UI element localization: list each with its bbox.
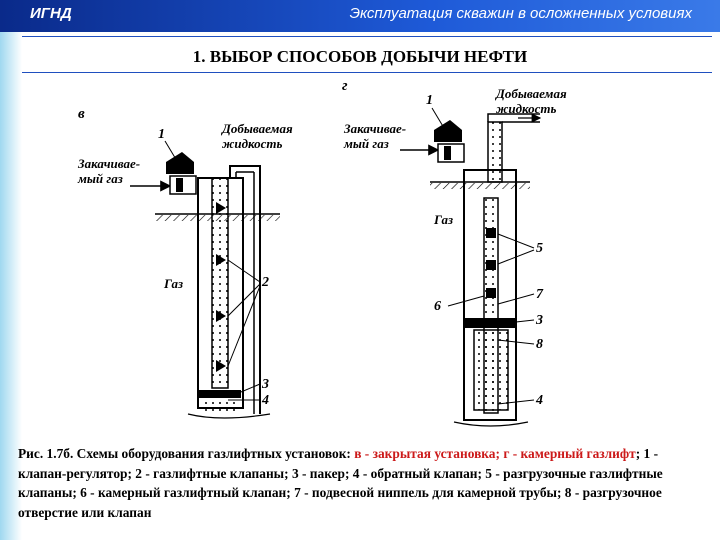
tubing-left (211, 177, 229, 389)
label-5: 5 (536, 241, 543, 256)
produced-label-left-2: жидкость (222, 136, 283, 151)
produced-label-right-1: Добываемая (495, 86, 567, 101)
label-7: 7 (536, 287, 544, 302)
packer-right (465, 318, 515, 328)
gas-label-right: Газ (433, 212, 453, 227)
caption-lead: Рис. 1.7б. Схемы оборудования газлифтных… (18, 446, 355, 461)
injected-label-right-1: Закачивае- (343, 121, 406, 136)
scheme-letter-g: г (342, 78, 348, 94)
unloading-valves (486, 228, 496, 298)
label-4-left: 4 (261, 393, 269, 408)
slide-title: 1. ВЫБОР СПОСОБОВ ДОБЫЧИ НЕФТИ (192, 47, 528, 66)
top-rule (22, 36, 712, 37)
scheme-letter-v: в (78, 106, 85, 122)
scheme-closed: в 1 Добываемая жидкость Закачивае- мый г… (77, 106, 293, 419)
org-label: ИГНД (30, 5, 72, 22)
label-6: 6 (434, 299, 441, 314)
label-1-right: 1 (426, 93, 433, 108)
gaslift-diagram: в 1 Добываемая жидкость Закачивае- мый г… (77, 78, 567, 427)
produced-label-right-2: жидкость (496, 101, 557, 116)
course-title: Эксплуатация скважин в осложненных услов… (349, 5, 692, 22)
chamber-pipe (473, 329, 509, 411)
gaslift-valves (216, 202, 226, 372)
caption-legend: ; 1 - клапан-регулятор; 2 - газлифтные к… (18, 446, 663, 520)
label-8: 8 (536, 337, 543, 352)
header-bar: ИГНД Эксплуатация скважин в осложненных … (0, 0, 720, 32)
injected-label-left-2: мый газ (77, 171, 123, 186)
regulator-valve-icon (166, 152, 194, 174)
label-3-right: 3 (535, 313, 543, 328)
injected-label-right-2: мый газ (343, 136, 389, 151)
casing-right (463, 169, 517, 421)
label-4-right: 4 (535, 393, 543, 408)
label-3-left: 3 (261, 377, 269, 392)
figure-caption: Рис. 1.7б. Схемы оборудования газлифтных… (18, 444, 708, 522)
label-1-left: 1 (158, 127, 165, 142)
produced-label-left-1: Добываемая (221, 121, 293, 136)
gas-label-left: Газ (163, 276, 183, 291)
scheme-chamber: г 1 Добываемая жидкость Закачивае- мый г… (342, 78, 567, 427)
side-gradient (0, 0, 22, 540)
title-rule (22, 72, 712, 73)
label-2: 2 (261, 275, 269, 290)
regulator-valve-right-icon (434, 120, 462, 142)
caption-schemes: в - закрытая установка; г - камерный газ… (354, 446, 636, 461)
packer-left (199, 390, 241, 398)
injected-label-left-1: Закачивае- (77, 156, 140, 171)
